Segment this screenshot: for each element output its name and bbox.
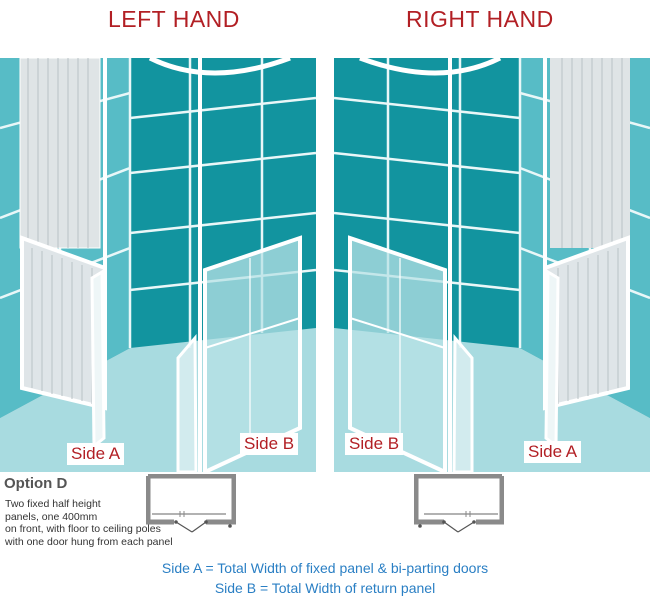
right-hand-heading: RIGHT HAND (406, 6, 554, 32)
left-side-b-label: Side B (240, 433, 299, 455)
option-desc-line: panels, one 400mm (5, 510, 98, 523)
side-a-caption: Side A = Total Width of fixed panel & bi… (161, 560, 489, 576)
right-side-a-label: Side A (524, 441, 582, 463)
right-plan-diagram (413, 473, 505, 538)
left-hand-heading: LEFT HAND (108, 6, 240, 32)
option-title: Option D (4, 475, 68, 492)
option-desc-line: on front, with floor to ceiling poles (5, 523, 161, 535)
option-desc-line: Two fixed half height (5, 498, 101, 510)
left-hand-illustration (0, 58, 316, 472)
right-hand-illustration (334, 58, 650, 472)
left-plan-diagram (145, 473, 237, 538)
left-side-a-label: Side A (67, 443, 125, 465)
side-b-caption: Side B = Total Width of return panel (214, 580, 436, 596)
right-side-b-label: Side B (345, 433, 404, 455)
option-description: Two fixed half height panels, one 400mm … (5, 498, 220, 548)
option-desc-line: with one door hung from each panel (5, 535, 173, 548)
